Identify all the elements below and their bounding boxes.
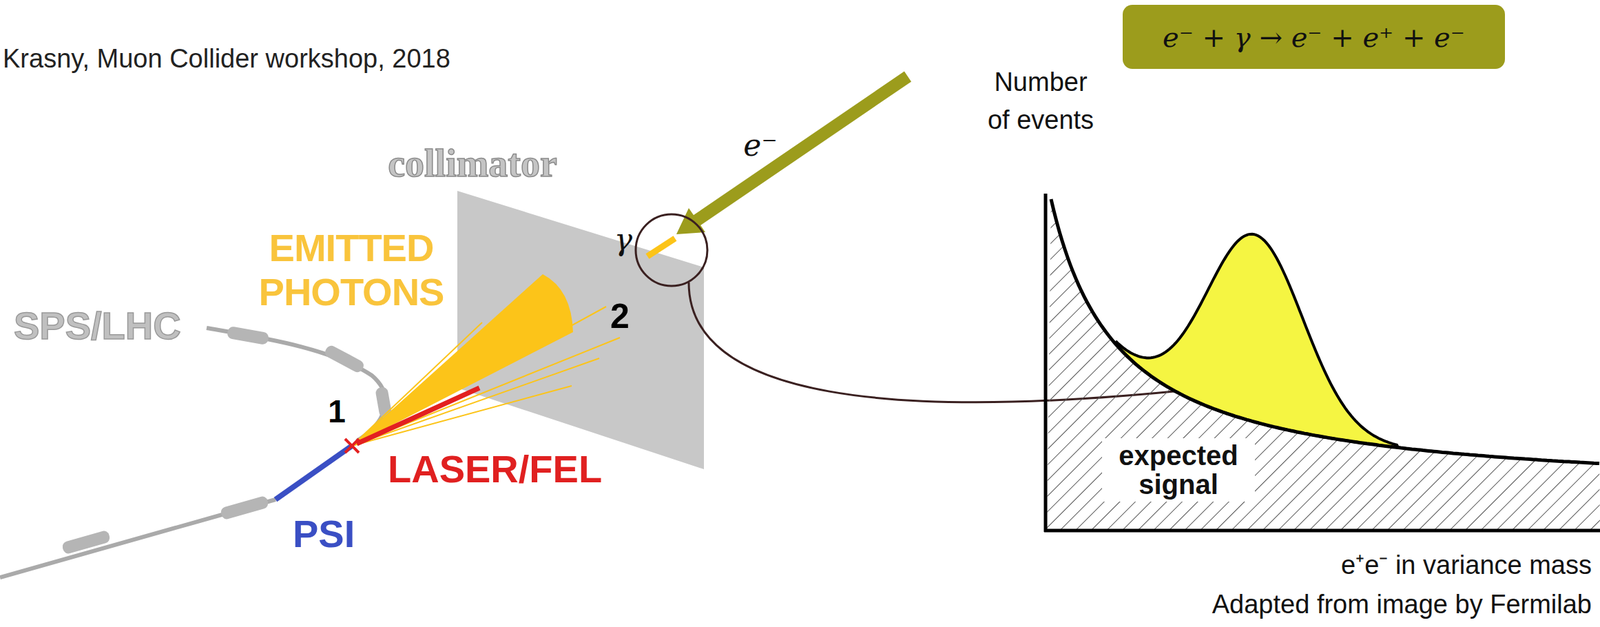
reaction-text: e⁻ + γ → e⁻ + e⁺ + e⁻ [1162, 21, 1466, 54]
axis-title: Number of events [982, 63, 1100, 140]
interaction-point [345, 438, 359, 453]
psi-beam [275, 445, 352, 500]
particle-label: e⁻ [743, 127, 777, 163]
interaction-circle [635, 214, 708, 286]
background-hatch [1046, 199, 1600, 531]
ring-label: SPS/LHC [13, 303, 182, 348]
laser-label: LASER/FEL [387, 446, 602, 492]
signal-peak [1115, 234, 1399, 448]
credit-note: Adapted from image by Fermilab [1212, 589, 1592, 620]
axis-title: e⁺e⁻ in variance mass [1341, 545, 1592, 582]
callout-number: 2 [610, 296, 630, 337]
signal-label: expected signal [1102, 438, 1255, 502]
citation: Krasny, Muon Collider workshop, 2018 [2, 44, 451, 74]
photons-label: EMITTED PHOTONS [234, 225, 469, 315]
collimator-label: collimator [387, 141, 558, 186]
particle-label: γ [614, 221, 633, 257]
photon-beam [647, 238, 675, 257]
laser-beam [356, 387, 480, 444]
callout-number: 1 [327, 392, 346, 430]
psi-label: PSI [292, 511, 355, 556]
electron-beam [695, 76, 908, 222]
reaction-box: e⁻ + γ → e⁻ + e⁺ + e⁻ [1122, 4, 1505, 69]
plot-axes [1044, 193, 1600, 532]
accelerator-ring [0, 325, 393, 578]
background-curve [1051, 199, 1600, 464]
